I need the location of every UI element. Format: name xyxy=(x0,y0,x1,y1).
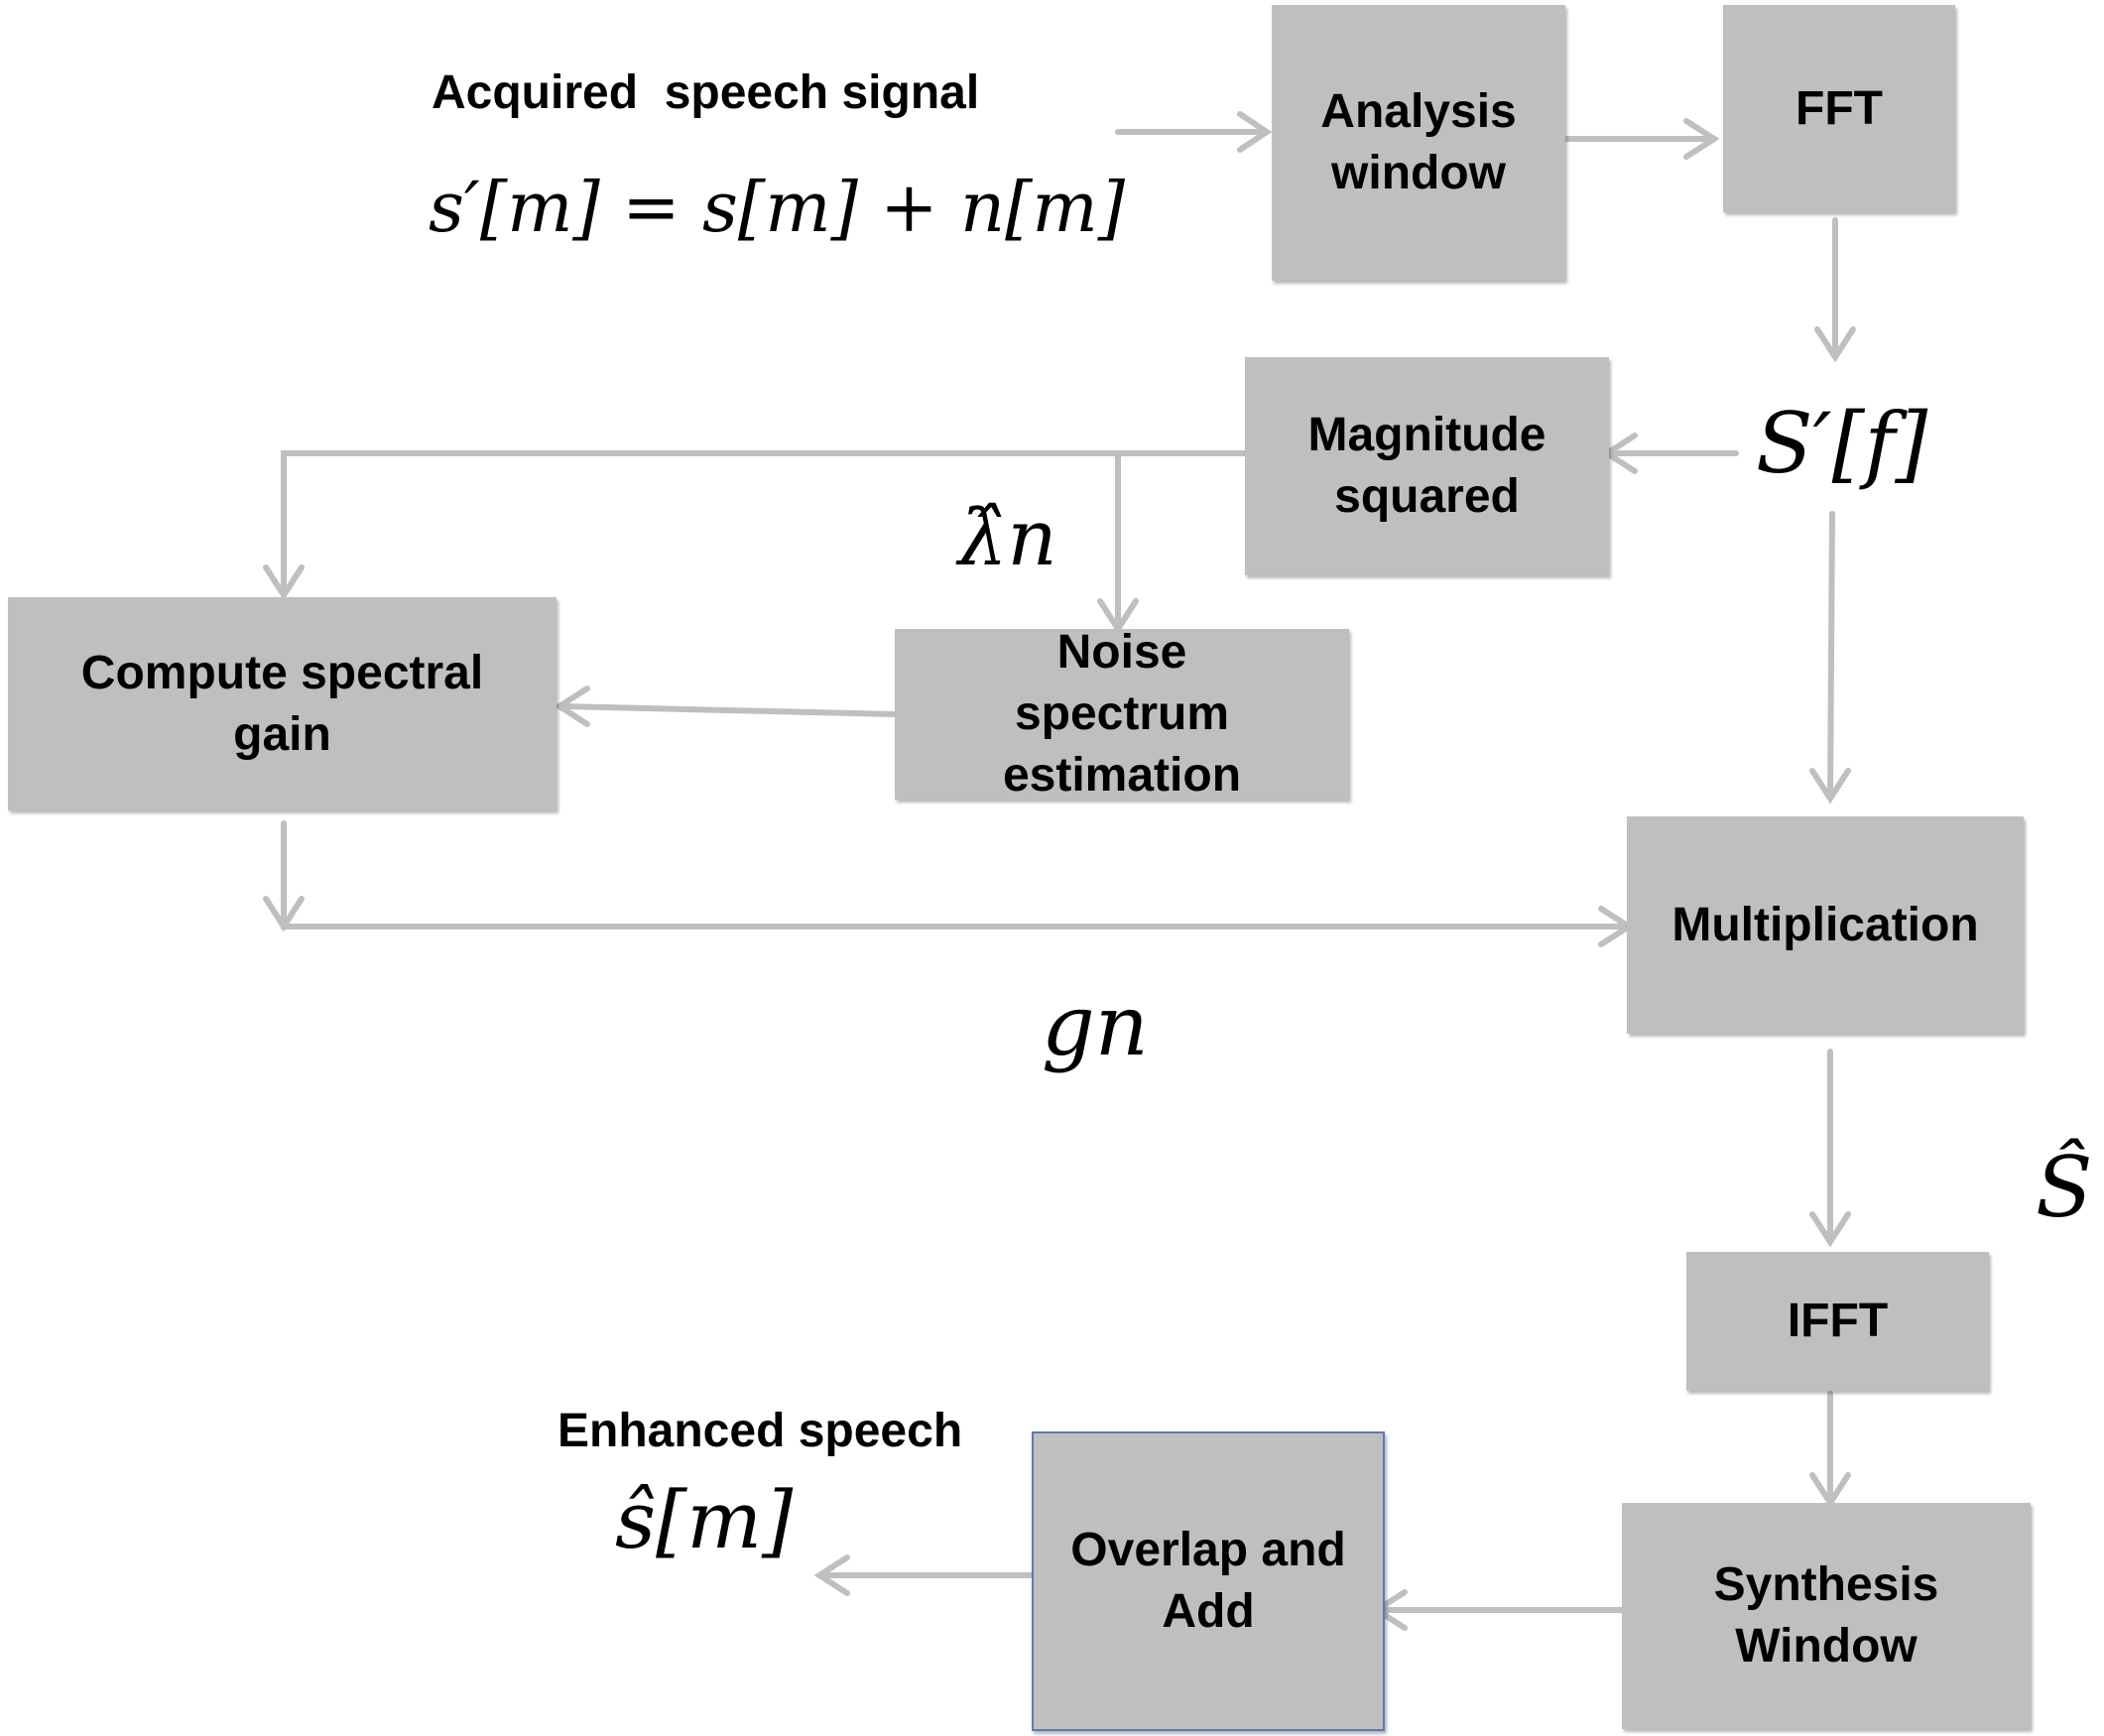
noise-spectrum-estimation-block: Noise spectrum estimation xyxy=(895,626,1349,802)
arrow-spectrum-to-multiplication xyxy=(1827,511,1835,800)
compute-spectral-gain-label: Compute spectral gain xyxy=(80,646,484,761)
synthesis-window-block: Synthesis Window xyxy=(1622,1503,2031,1729)
arrow-noise-to-gain-head xyxy=(554,685,590,727)
noise-estimate-symbol: λ̂n xyxy=(958,494,1057,583)
arrow-gain-to-multiplication xyxy=(281,820,1630,930)
analysis-window-label: Analysis window xyxy=(1320,85,1517,199)
ifft-block: IFFT xyxy=(1686,1252,1989,1391)
synthesis-window-label: Synthesis Window xyxy=(1713,1558,1939,1673)
arrow-multiplication-to-ifft-head xyxy=(1809,1211,1851,1248)
fft-label: FFT xyxy=(1795,81,1883,135)
overlap-and-add-block: Overlap and Add xyxy=(1032,1431,1385,1731)
arrow-fft-to-spectrum-head xyxy=(1814,326,1856,363)
spectrum-symbol: S′[f] xyxy=(1756,395,1928,492)
arrow-analysis-to-fft-head xyxy=(1683,118,1720,160)
noise-spectrum-estimation-label: Noise spectrum estimation xyxy=(1002,626,1242,802)
input-signal-label: Acquired speech signal xyxy=(432,66,980,119)
multiplication-block: Multiplication xyxy=(1627,816,2024,1034)
arrow-magnitude-to-gain xyxy=(281,450,1251,596)
input-equation: s′[m] = s[m] + n[m] xyxy=(429,167,1126,248)
arrow-noise-to-gain xyxy=(558,703,898,717)
arrow-gain-drop-head xyxy=(263,896,305,932)
arrow-overlap-to-output-head xyxy=(813,1554,850,1596)
ifft-label: IFFT xyxy=(1787,1295,1889,1347)
fft-block: FFT xyxy=(1723,5,1955,212)
overlap-and-add-label: Overlap and Add xyxy=(1070,1524,1346,1638)
gain-symbol: gn xyxy=(1042,977,1149,1074)
magnitude-squared-block: Magnitude squared xyxy=(1245,357,1609,575)
analysis-window-block: Analysis window xyxy=(1272,5,1565,281)
estimate-symbol: Ŝ xyxy=(2036,1139,2093,1236)
arrow-spectrum-to-multiplication-head xyxy=(1809,768,1851,805)
arrow-magnitude-to-gain-head xyxy=(263,564,305,601)
magnitude-squared-label: Magnitude squared xyxy=(1307,409,1547,523)
output-symbol: ŝ[m] xyxy=(615,1474,794,1566)
multiplication-label: Multiplication xyxy=(1671,898,1979,951)
output-label: Enhanced speech xyxy=(557,1405,963,1457)
arrow-input-head xyxy=(1237,111,1273,153)
compute-spectral-gain-block: Compute spectral gain xyxy=(8,597,557,810)
